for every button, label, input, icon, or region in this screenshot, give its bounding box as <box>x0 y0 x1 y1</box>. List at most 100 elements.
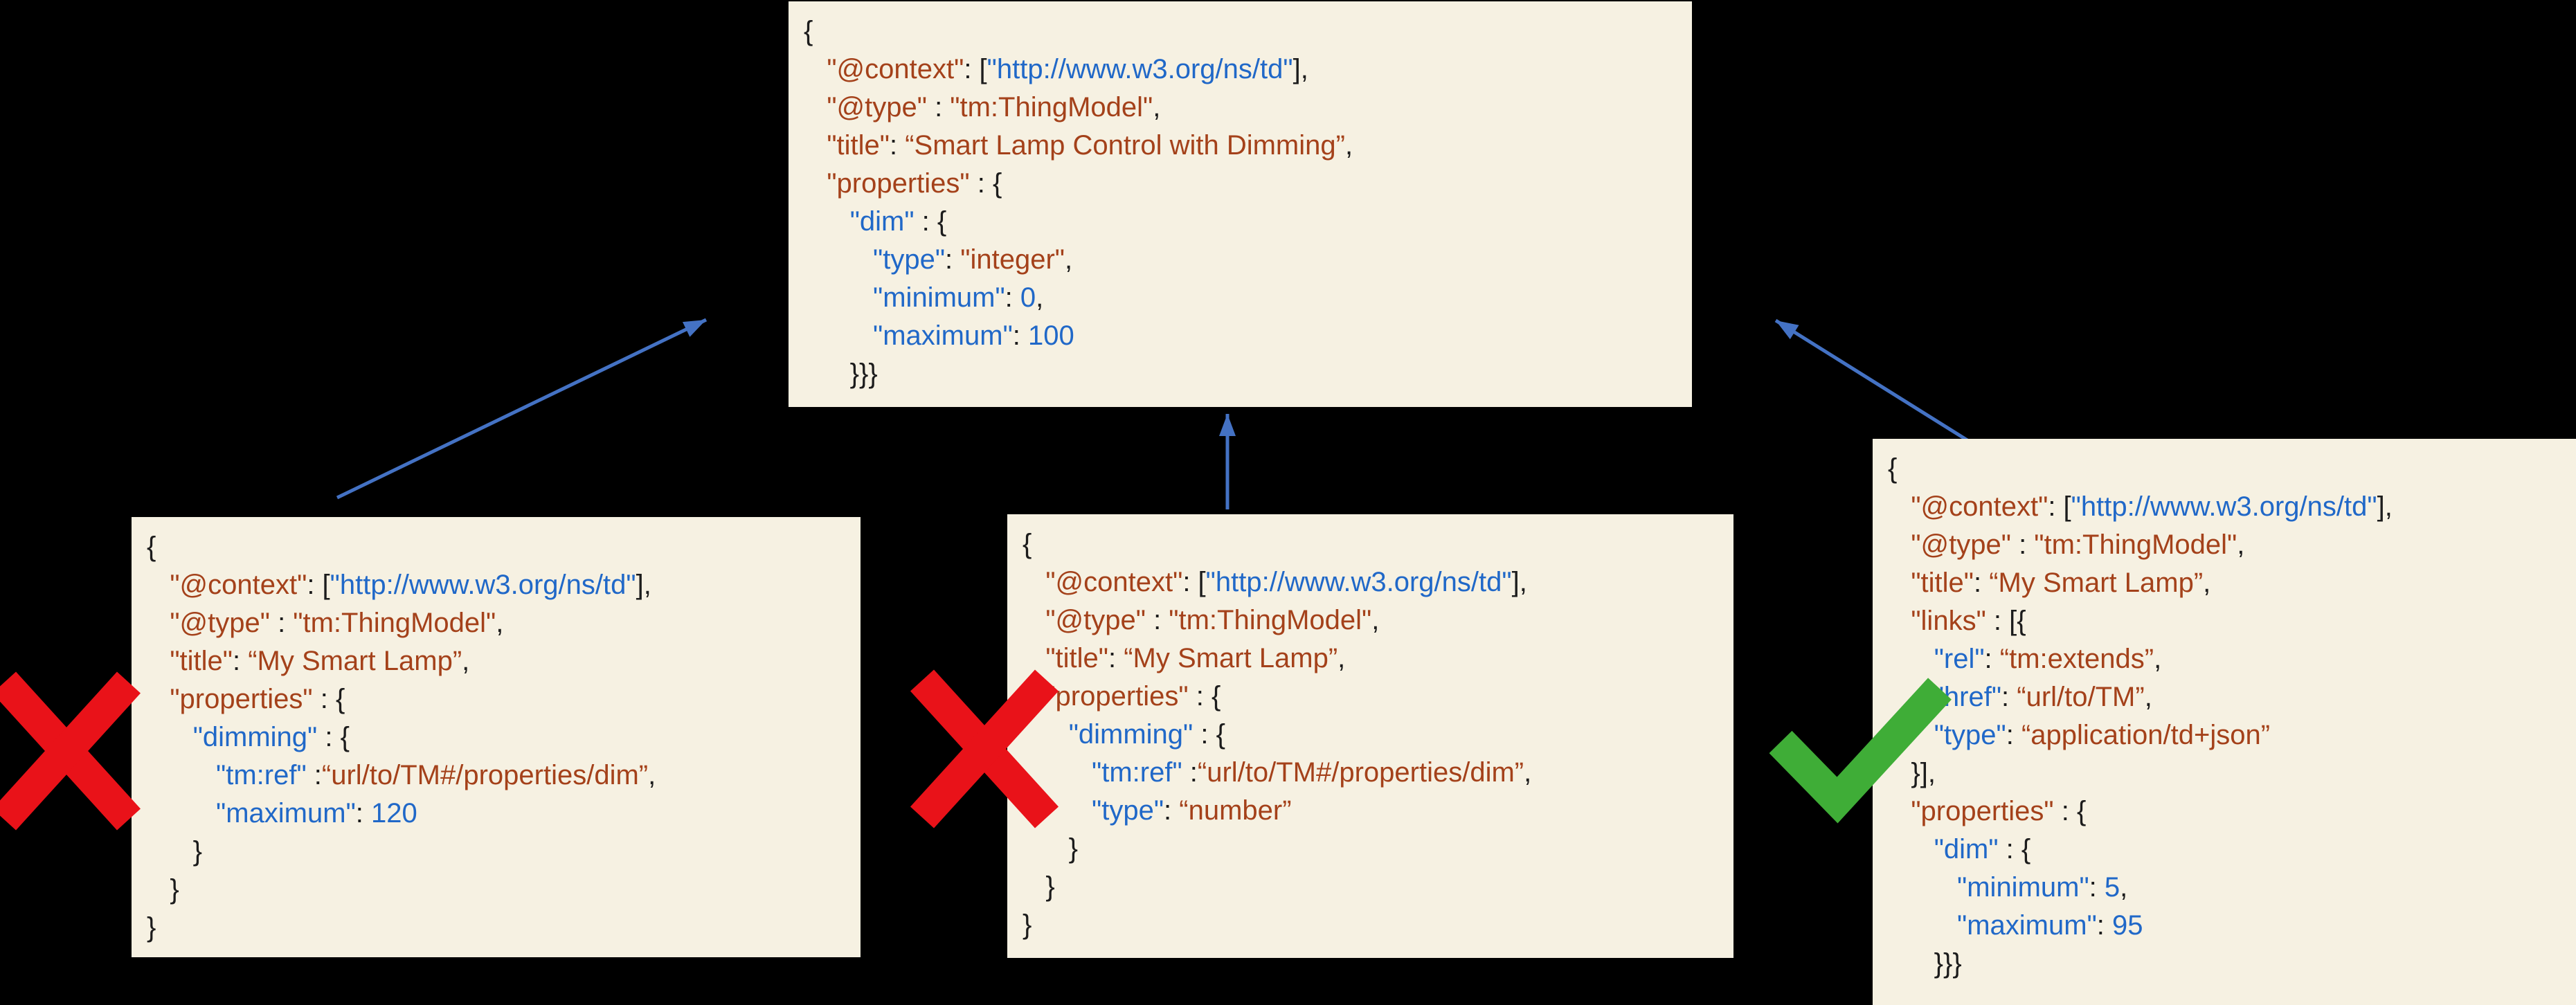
code-segment: "title" <box>827 130 890 161</box>
code-segment: : [{ <box>1985 606 2026 636</box>
code-line: "type": "integer", <box>804 241 1675 279</box>
code-line: "@context": ["http://www.w3.org/ns/td"], <box>1888 488 2559 526</box>
code-segment: "properties" <box>827 168 970 199</box>
code-segment: "http://www.w3.org/ns/td" <box>1205 567 1512 597</box>
code-segment <box>1023 643 1045 673</box>
code-segment: : { <box>1998 834 2031 864</box>
code-segment <box>804 168 827 199</box>
code-segment: { <box>1888 453 1898 484</box>
code-line: "title": “My Smart Lamp”, <box>147 642 844 680</box>
code-segment: { <box>147 532 156 562</box>
code-segment: }], <box>1888 758 1936 788</box>
code-line: }], <box>1888 754 2559 793</box>
code-segment <box>804 92 827 123</box>
code-segment: "maximum" <box>216 798 356 829</box>
code-segment: : { <box>317 722 350 752</box>
code-line: "properties" : { <box>1888 793 2559 831</box>
code-line: }}} <box>804 355 1675 393</box>
code-segment: , <box>1344 130 1353 161</box>
code-segment: ], <box>1292 54 1308 84</box>
code-segment: "tm:ThingModel" <box>1169 605 1372 635</box>
code-segment <box>1888 606 1911 636</box>
code-segment <box>1888 872 1957 903</box>
code-segment: "@type" <box>170 608 270 638</box>
code-segment: “My Smart Lamp” <box>1124 643 1338 673</box>
code-segment: "tm:ref" <box>1092 757 1182 788</box>
code-segment <box>804 282 873 313</box>
code-line: "@context": ["http://www.w3.org/ns/td"], <box>1023 563 1717 601</box>
code-line: { <box>147 528 844 566</box>
code-segment: "@context" <box>170 570 307 600</box>
code-segment: “number” <box>1179 795 1292 826</box>
code-segment: "type" <box>1092 795 1164 826</box>
arrow-left-box-to-parent-icon <box>336 318 708 500</box>
code-segment: "tm:ref" <box>216 760 307 790</box>
code-line: "title": “My Smart Lamp”, <box>1023 640 1717 678</box>
code-line: "@type" : "tm:ThingModel", <box>1888 526 2559 564</box>
code-segment: , <box>462 646 470 676</box>
code-segment <box>1023 681 1045 712</box>
code-segment: ], <box>636 570 651 600</box>
code-line: { <box>1888 450 2559 488</box>
code-segment: "@context" <box>1911 491 2048 522</box>
code-segment: ], <box>1511 567 1527 597</box>
code-segment: : <box>1974 568 1990 598</box>
code-line: } <box>1023 830 1717 868</box>
code-segment: , <box>648 760 656 790</box>
code-segment <box>1888 644 1934 674</box>
red-cross-icon <box>0 671 141 831</box>
code-segment <box>1888 568 1911 598</box>
code-line: } <box>1023 868 1717 906</box>
code-segment: "dimming" <box>1068 719 1194 750</box>
code-segment <box>1888 910 1957 941</box>
code-line: "tm:ref" :“url/to/TM#/properties/dim”, <box>1023 754 1717 792</box>
code-segment: "http://www.w3.org/ns/td" <box>330 570 636 600</box>
code-segment: : <box>2001 682 2017 712</box>
code-segment: : <box>269 608 294 638</box>
code-segment <box>1888 491 1911 522</box>
code-segment: , <box>2154 644 2162 674</box>
code-segment: "title" <box>170 646 233 676</box>
code-line: "maximum": 100 <box>804 317 1675 355</box>
code-segment: : { <box>914 206 947 237</box>
code-box-invalid-maximum-override: { "@context": ["http://www.w3.org/ns/td"… <box>132 517 861 957</box>
code-segment <box>147 760 216 790</box>
code-segment <box>1888 720 1934 750</box>
code-segment: "http://www.w3.org/ns/td" <box>987 54 1293 84</box>
code-segment: : <box>890 130 906 161</box>
code-line: "properties" : { <box>147 680 844 718</box>
code-line: } <box>147 909 844 947</box>
code-line: "properties" : { <box>1023 678 1717 716</box>
code-segment: , <box>1153 92 1161 123</box>
code-line: { <box>1023 525 1717 563</box>
code-segment: : [ <box>2048 491 2071 522</box>
code-box-valid-extension: { "@context": ["http://www.w3.org/ns/td"… <box>1873 439 2576 1005</box>
code-segment: }}} <box>804 359 878 389</box>
code-segment <box>804 244 873 275</box>
code-segment: "maximum" <box>1957 910 2097 941</box>
code-segment: : [ <box>964 54 987 84</box>
code-line: "@type" : "tm:ThingModel", <box>147 604 844 642</box>
code-segment: "@type" <box>827 92 927 123</box>
code-segment: : <box>2006 720 2021 750</box>
code-line: "@context": ["http://www.w3.org/ns/td"], <box>804 51 1675 89</box>
code-line: "maximum": 95 <box>1888 907 2559 945</box>
code-segment: : <box>2010 529 2035 560</box>
code-segment <box>804 130 827 161</box>
code-line: "type": “application/td+json” <box>1888 716 2559 754</box>
code-segment: 5 <box>2104 872 2120 903</box>
code-line: "links" : [{ <box>1888 602 2559 640</box>
code-segment: , <box>2144 682 2152 712</box>
code-segment <box>804 320 873 351</box>
code-line: "@type" : "tm:ThingModel", <box>1023 601 1717 640</box>
code-segment: : <box>1108 643 1124 673</box>
code-segment: “tm:extends” <box>1999 644 2154 674</box>
code-segment: 0 <box>1020 282 1036 313</box>
code-segment: “application/td+json” <box>2021 720 2271 750</box>
code-line: "minimum": 5, <box>1888 869 2559 907</box>
code-segment: : { <box>969 168 1002 199</box>
code-line: } <box>1023 906 1717 944</box>
code-segment <box>1023 719 1069 750</box>
code-segment: : <box>1182 757 1198 788</box>
